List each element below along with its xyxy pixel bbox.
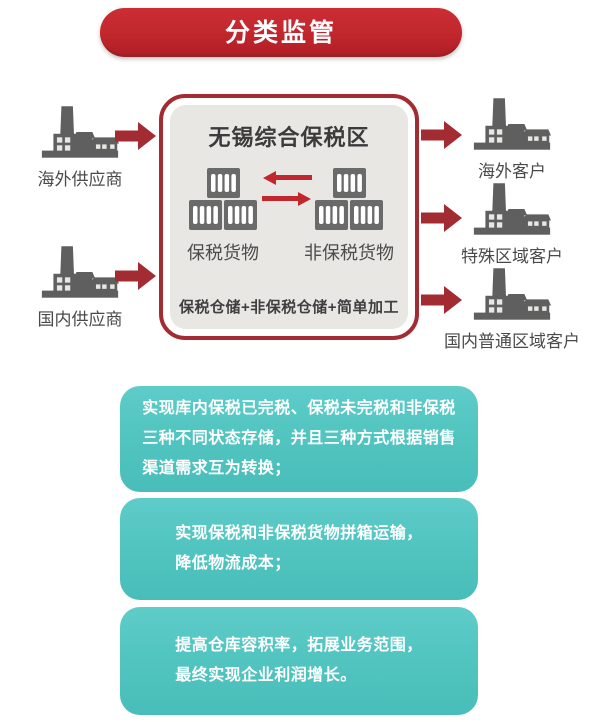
container-icon [189,200,222,230]
benefit-line: 实现保税和非保税货物拼箱运输， [175,525,423,542]
benefit-line: 实现库内保税已完税、保税未完税和非保税 [142,400,456,417]
container-icon [332,168,366,198]
supplier-label: 海外供应商 [37,170,123,189]
arrow-right-icon [115,122,156,150]
container-icon [224,200,257,230]
factory-icon [41,246,119,298]
container-icon [315,200,348,230]
node-overseas-customer: 海外客户 [452,96,572,182]
factory-icon [473,183,551,235]
customer-label: 特殊区域客户 [461,247,563,266]
title-banner: 分类监管 [100,8,462,57]
factory-icon [473,98,551,150]
node-overseas-supplier: 海外供应商 [24,104,136,190]
benefit-line: 最终实现企业利润增长。 [175,667,357,684]
zone-title: 无锡综合保税区 [208,125,370,150]
container-stack-icon [315,168,383,231]
page-title: 分类监管 [224,19,337,47]
bonded-goods-label: 保税货物 [187,243,259,263]
exchange-arrows-icon [262,171,312,206]
arrow-right-icon [115,262,156,290]
node-domestic-supplier: 国内供应商 [24,244,136,330]
benefit-box-consolidated-transport: 实现保税和非保税货物拼箱运输， 降低物流成本； [120,498,478,600]
benefit-text: 实现保税和非保税货物拼箱运输， 降低物流成本； [175,519,423,579]
benefit-text: 实现库内保税已完税、保税未完税和非保税 三种不同状态存储，并且三种方式根据销售 … [142,394,456,484]
supplier-label: 国内供应商 [37,310,123,329]
non-bonded-goods-label: 非保税货物 [304,243,394,263]
benefit-box-storage-states: 实现库内保税已完税、保税未完税和非保税 三种不同状态存储，并且三种方式根据销售 … [120,386,478,492]
customer-label: 国内普通区域客户 [444,332,580,351]
benefit-line: 渠道需求互为转换； [142,460,291,477]
container-stack-icon [189,168,257,231]
bonded-zone-panel: 无锡综合保税区 保税货物 非保税货物 保税仓储+非保税仓储+简单加工 [170,105,408,329]
factory-icon [473,268,551,320]
benefit-text: 提高仓库容积率，拓展业务范围， 最终实现企业利润增长。 [175,631,423,691]
benefit-line: 降低物流成本； [175,555,291,572]
benefit-line: 三种不同状态存储，并且三种方式根据销售 [142,430,456,447]
benefit-box-profit-growth: 提高仓库容积率，拓展业务范围， 最终实现企业利润增长。 [120,607,478,715]
factory-icon [41,106,119,158]
zone-functions-label: 保税仓储+非保税仓储+简单加工 [178,299,400,316]
customer-label: 海外客户 [478,162,546,181]
container-icon [206,168,240,198]
bonded-zone-box: 无锡综合保税区 保税货物 非保税货物 保税仓储+非保税仓储+简单加工 [159,94,419,340]
container-icon [350,200,383,230]
benefit-line: 提高仓库容积率，拓展业务范围， [175,637,423,654]
node-special-zone-customer: 特殊区域客户 [446,181,578,267]
node-domestic-general-customer: 国内普通区域客户 [436,266,588,352]
